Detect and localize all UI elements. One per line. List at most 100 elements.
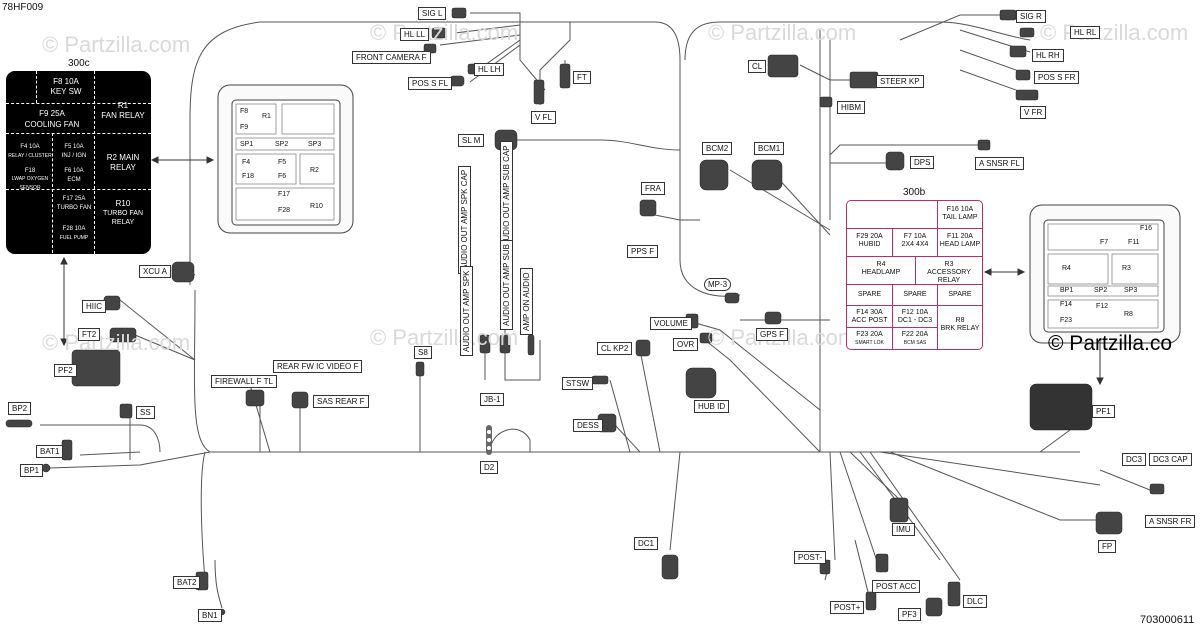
svg-text:R4: R4	[1062, 265, 1071, 272]
relay-r10-name: TURBO FAN RELAY	[102, 210, 144, 226]
svg-text:F14: F14	[1060, 301, 1072, 308]
page-number: 703000611	[1140, 614, 1195, 626]
fusebox-a-legend: F8 10A KEY SW F9 25A COOLING FAN R1 FAN …	[6, 71, 151, 254]
connector-hibm: HIBM	[837, 101, 865, 114]
connector-stsw: STSW	[562, 377, 594, 390]
connector-audio-sub-cap: AUDIO OUT AMP SUB CAP	[500, 141, 513, 250]
watermark: © Partzilla.com	[708, 20, 857, 45]
svg-text:F18: F18	[242, 173, 254, 180]
relay-r4: R4	[876, 261, 886, 268]
connector-bat2: BAT2	[173, 576, 201, 589]
fuse-f9-name: COOLING FAN	[24, 120, 80, 129]
connector-bat1: BAT1	[36, 445, 64, 458]
connector-post-acc: POST ACC	[872, 580, 921, 593]
fuse-f28-name: FUEL PUMP	[59, 235, 89, 241]
connector-amp-on-audio: AMP ON AUDIO	[520, 268, 533, 335]
connector-hl-lh: HL LH	[474, 63, 505, 76]
connector-bp2: BP2	[8, 402, 32, 415]
fuse-f11-name: HEAD LAMP	[939, 241, 981, 248]
document-code: 78HF009	[2, 2, 44, 13]
fusebox-b-legend: F16 10A TAIL LAMP F29 20A HUBID F7 10A 2…	[846, 200, 983, 350]
svg-text:F11: F11	[1128, 239, 1140, 246]
connector-post-plus: POST+	[830, 601, 865, 614]
fuse-f11: F11 20A	[947, 233, 973, 240]
fuse-f8-name: KEY SW	[50, 87, 82, 96]
relay-r3-name: ACCESSORY RELAY	[927, 269, 971, 284]
fuse-f16: F16 10A	[946, 206, 974, 213]
fuse-f23: F23 20A	[856, 331, 883, 338]
fuse-f28: F28 10A	[62, 226, 86, 232]
fuse-f7-name: 2X4 4X4	[901, 241, 929, 248]
fusebox-a-title: 300c	[68, 58, 90, 69]
svg-text:R8: R8	[1124, 311, 1133, 318]
svg-text:F17: F17	[278, 191, 290, 198]
connector-imu: IMU	[892, 523, 915, 536]
relay-r2: R2 MAIN	[106, 153, 140, 162]
connector-xcu-a: XCU A	[139, 265, 172, 278]
relay-r2-name: RELAY	[110, 163, 136, 172]
relay-r8-name: BRK RELAY	[940, 325, 980, 332]
connector-audio-spk-cap: AUDIO OUT AMP SPK CAP	[458, 165, 471, 274]
spare-slot: SPARE	[857, 291, 882, 298]
connector-v-fr: V FR	[1020, 106, 1047, 119]
relay-r3: R3	[944, 261, 954, 268]
connector-s8: S8	[414, 346, 432, 359]
watermark: © Partzilla.com	[370, 20, 519, 45]
connector-a-snsr-fr: A SNSR FR	[1145, 515, 1196, 528]
fuse-f16-name: TAIL LAMP	[942, 214, 978, 221]
svg-text:F23: F23	[1060, 317, 1072, 324]
connector-v-fl: V FL	[531, 111, 556, 124]
svg-text:F28: F28	[278, 207, 290, 214]
fuse-f6: F6 10A	[64, 168, 84, 174]
connector-bcm2: BCM2	[702, 142, 733, 155]
svg-text:SP1: SP1	[240, 141, 253, 148]
svg-text:F6: F6	[278, 173, 286, 180]
connector-dc3: DC3	[1122, 453, 1147, 466]
svg-text:SP3: SP3	[308, 141, 321, 148]
connector-jb1: JB-1	[480, 393, 505, 406]
svg-text:F16: F16	[1140, 225, 1152, 232]
svg-text:R3: R3	[1122, 265, 1131, 272]
relay-r8: R8	[955, 317, 965, 324]
watermark: © Partzilla.com	[42, 32, 191, 57]
svg-text:SP3: SP3	[1124, 287, 1137, 294]
connector-a-snsr-fl: A SNSR FL	[975, 157, 1024, 170]
fuse-f6-name: ECM	[67, 177, 81, 183]
connector-hiic: HIIC	[82, 300, 106, 313]
fuse-f7: F7 10A	[903, 233, 927, 240]
connector-pf3: PF3	[898, 608, 921, 621]
relay-r1: R1	[117, 101, 129, 110]
connector-pps-f: PPS F	[627, 245, 659, 258]
connector-fra: FRA	[641, 182, 665, 195]
relay-r4-name: HEADLAMP	[861, 269, 901, 276]
fuse-f18-name: LWAP OXYGEN SENSOR	[11, 176, 49, 191]
fuse-f12: F12 10A	[901, 309, 929, 316]
svg-text:F9: F9	[240, 124, 248, 131]
fuse-f29-name: HUBID	[858, 241, 881, 248]
connector-cl: CL	[748, 60, 767, 73]
connector-sig-r: SIG R	[1016, 10, 1046, 23]
fuse-f4-name: RELAY / CLUSTER	[8, 153, 52, 159]
connector-dess: DESS	[573, 419, 603, 432]
connector-hub-id: HUB ID	[694, 400, 730, 413]
svg-text:R1: R1	[262, 113, 271, 120]
relay-r1-name: FAN RELAY	[101, 111, 145, 120]
connector-dlc: DLC	[963, 595, 988, 608]
fuse-f17: F17 25A	[62, 196, 86, 202]
svg-text:F4: F4	[242, 159, 250, 166]
svg-text:F5: F5	[278, 159, 286, 166]
fuse-f5: F5 10A	[64, 144, 84, 150]
fuse-f29: F29 20A	[856, 233, 883, 240]
connector-hl-rh: HL RH	[1032, 49, 1064, 62]
connector-ft: FT	[573, 71, 591, 84]
connector-bp1: BP1	[20, 464, 44, 477]
connector-ovr: OVR	[673, 338, 699, 351]
svg-text:F12: F12	[1096, 303, 1108, 310]
connector-volume: VOLUME	[650, 317, 692, 330]
fuse-f14: F14 30A	[856, 309, 883, 316]
connector-audio-spk: AUDIO OUT AMP SPK	[460, 266, 473, 356]
connector-dc1: DC1	[634, 537, 659, 550]
connector-cl-kp2: CL KP2	[597, 342, 633, 355]
connector-sas-rear-f: SAS REAR F	[313, 395, 369, 408]
